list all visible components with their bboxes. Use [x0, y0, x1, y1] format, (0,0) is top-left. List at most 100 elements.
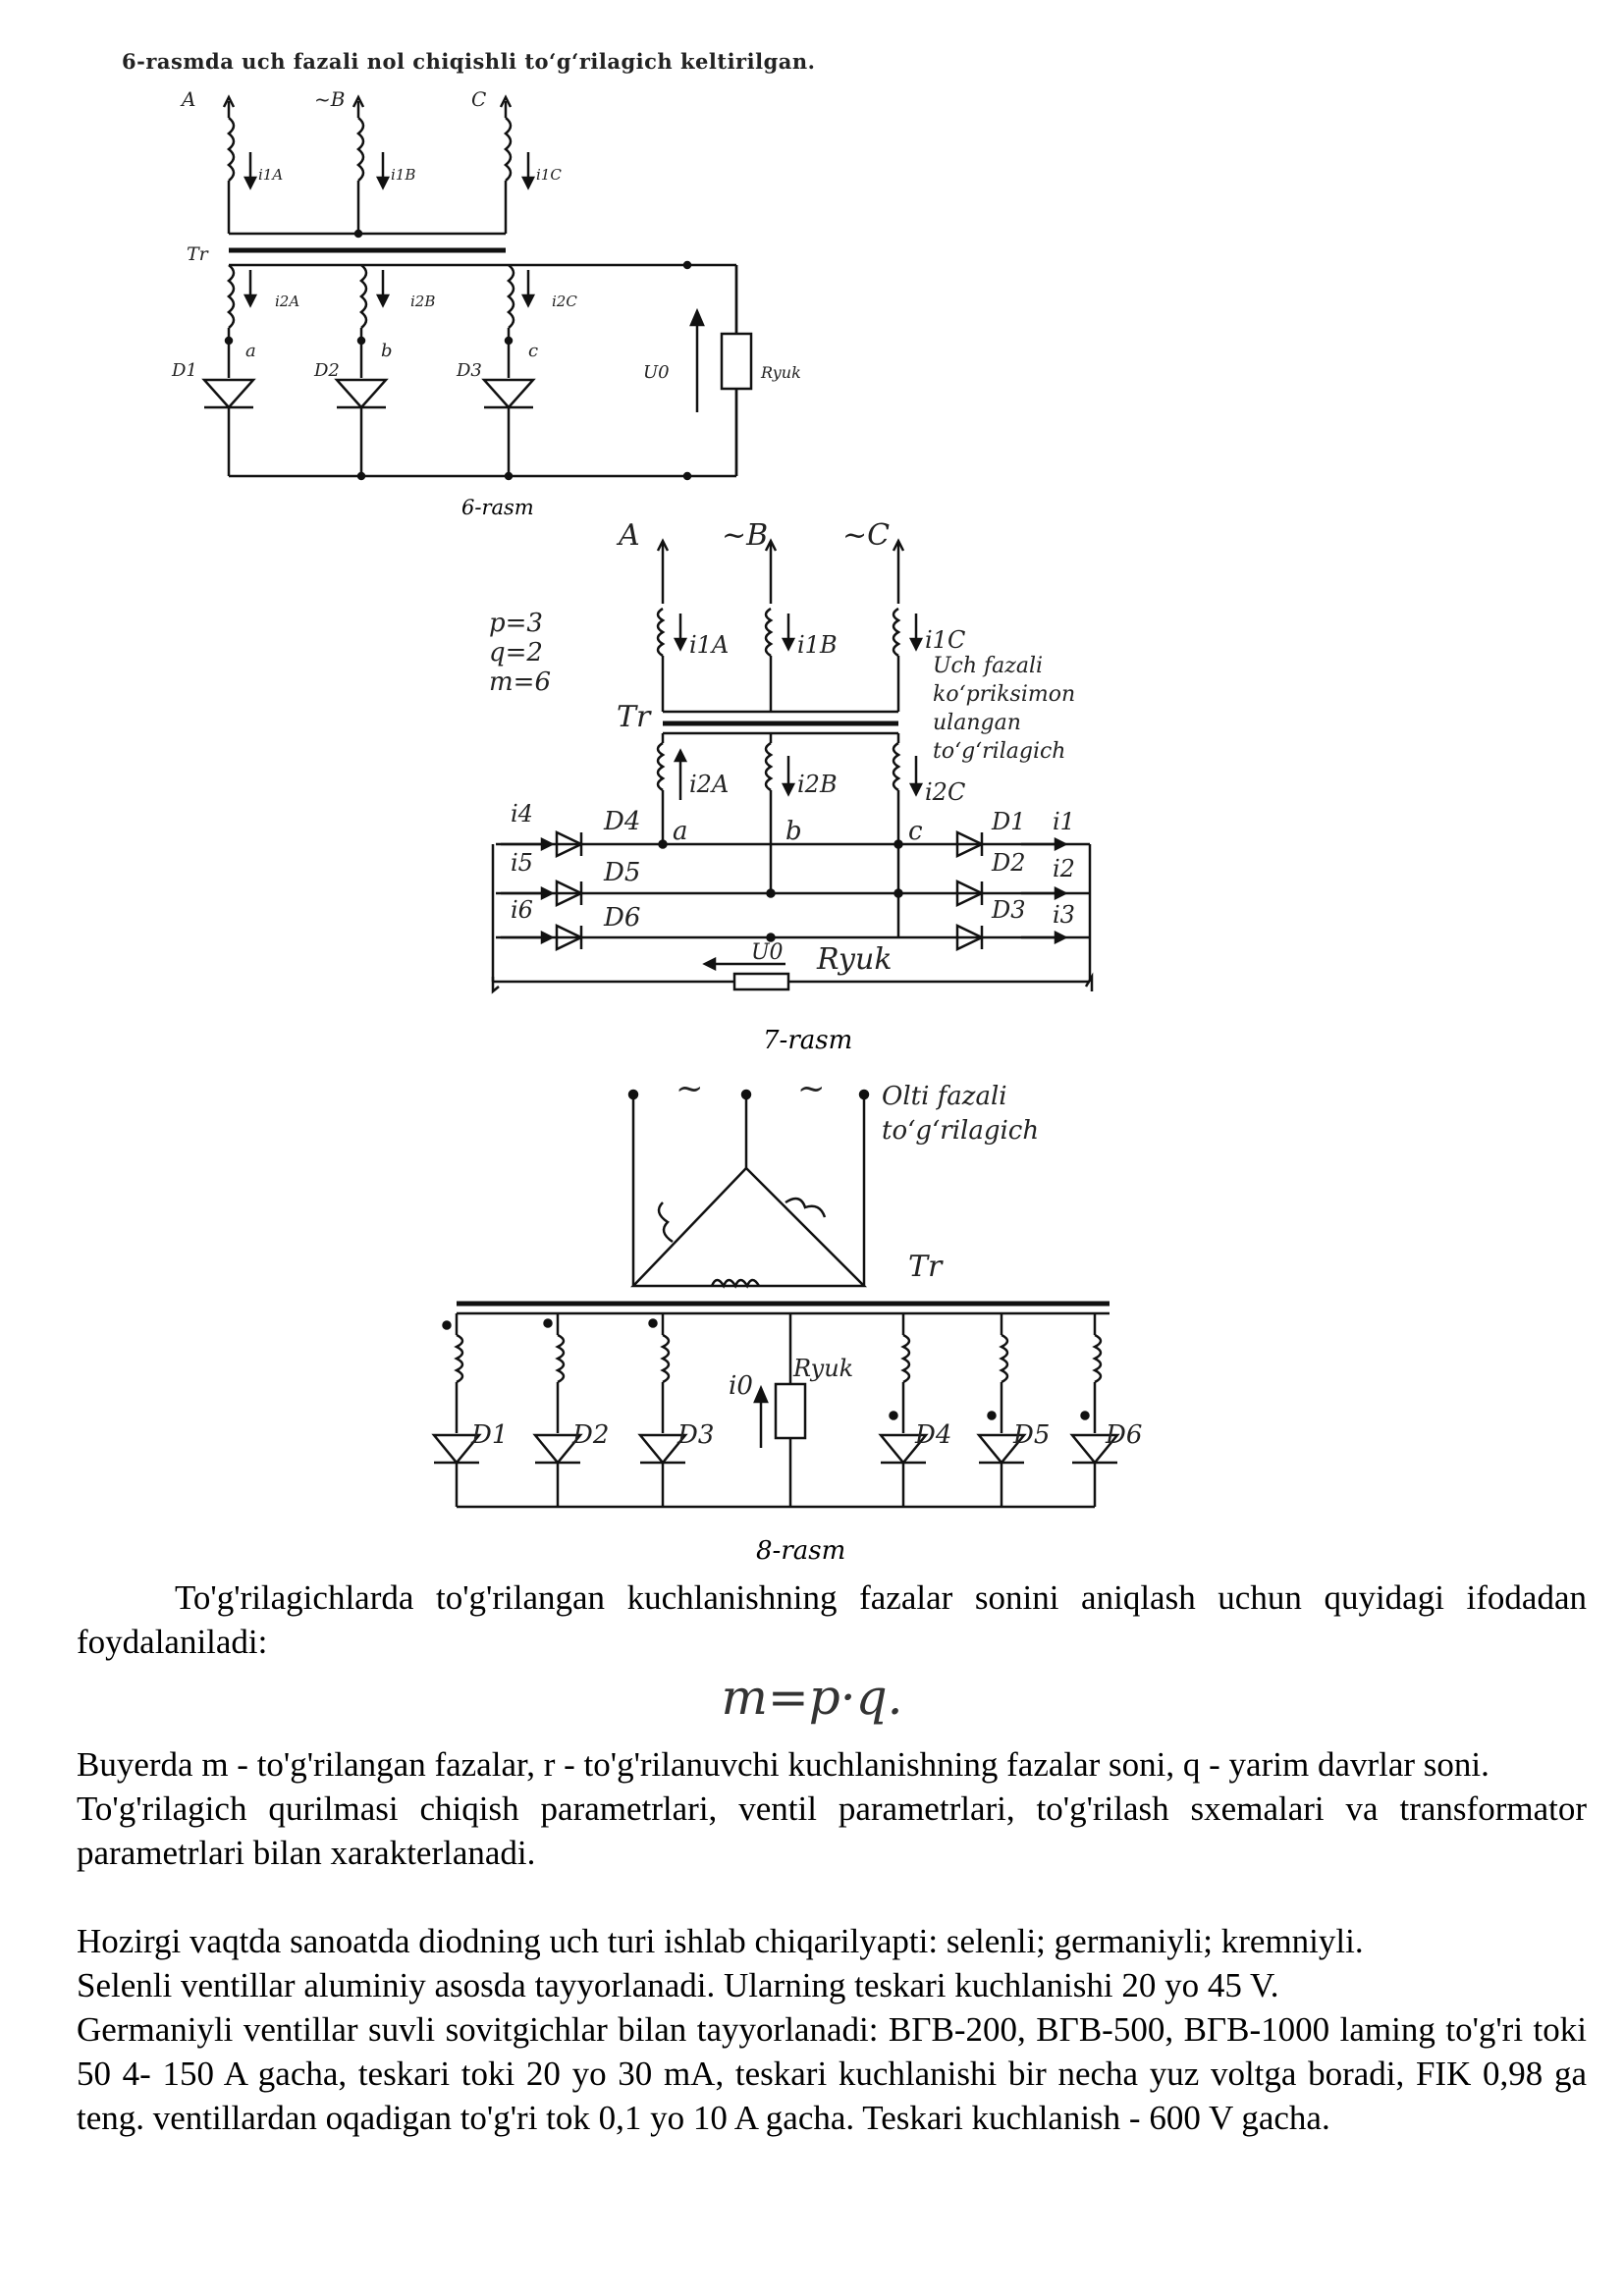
label-d6: D6 — [603, 903, 640, 933]
current-arrow-i1b — [375, 152, 391, 190]
label-node-c: c — [908, 817, 923, 846]
label-i3: i3 — [1053, 901, 1075, 929]
label-i6: i6 — [511, 896, 533, 924]
current-arrow-i2b — [375, 270, 391, 308]
label-tr: Tr — [908, 1250, 944, 1284]
voltage-arrow-u0 — [689, 307, 705, 412]
label-d3: D3 — [456, 360, 482, 381]
figure-7-diagram: A ~B ~C p=3 q=2 m=6 i1A i1B i1C Uch faza… — [471, 515, 1139, 1016]
diode-d4 — [555, 830, 584, 858]
diode-d5 — [555, 880, 584, 907]
label-u0: U0 — [751, 940, 784, 965]
delta-winding — [630, 1166, 868, 1288]
diode-d2 — [955, 880, 985, 907]
secondary-coil-c — [892, 741, 901, 792]
load-resistor — [732, 972, 790, 991]
secondary-coil-b — [359, 264, 368, 329]
label-phase-b: ~B — [314, 87, 345, 111]
primary-coil-b — [764, 607, 774, 658]
primary-coil-c — [892, 607, 901, 658]
label-i1b: i1B — [391, 166, 415, 184]
label-node-b: b — [785, 817, 802, 846]
paragraph-diode-types: Hozirgi vaqtda sanoatda diodning uch tur… — [77, 1922, 1364, 1960]
figure-6-diagram: A ~B C i1A i1B i1C Tr i2A i2B i2C a b c … — [147, 83, 835, 525]
label-rload: Ryuk — [816, 942, 893, 977]
secondary-coil-c — [507, 264, 515, 329]
title-line-1: Uch fazali — [933, 654, 1043, 678]
label-tilde-1: ~ — [676, 1070, 704, 1108]
paragraph-formula-intro: To'g'rilagichlarda to'g'rilangan kuchlan… — [77, 1578, 1587, 1661]
label-u0: U0 — [643, 362, 670, 383]
title-line-2: to‘g‘rilagich — [882, 1116, 1039, 1146]
diode-d3 — [955, 924, 985, 951]
diode-d6 — [555, 924, 584, 951]
label-i2: i2 — [1053, 855, 1075, 882]
diode-d1 — [955, 830, 985, 858]
label-phase-a: A — [180, 87, 195, 111]
label-phase-a: A — [616, 518, 640, 553]
primary-coil-a — [227, 117, 236, 182]
label-d2: D2 — [571, 1420, 609, 1450]
input-arrow-a — [222, 94, 236, 118]
current-arrow-i1a — [243, 152, 258, 190]
diode-d1 — [201, 378, 256, 409]
primary-coil-a — [656, 607, 666, 658]
formula-m-equals-pq: m=p·q. — [721, 1669, 903, 1726]
label-i4: i4 — [511, 800, 533, 828]
label-phase-b: ~B — [722, 518, 768, 553]
diode-d2 — [334, 378, 389, 409]
figure-intro-caption: 6-rasmda uch fazali nol chiqishli to‘g‘r… — [122, 49, 816, 74]
label-i2a: i2A — [275, 293, 299, 310]
label-i2b: i2B — [797, 771, 838, 798]
label-d4: D4 — [603, 807, 640, 836]
load-resistor — [720, 332, 753, 391]
paragraph-selenium: Selenli ventillar aluminiy asosda tayyor… — [77, 1966, 1279, 2004]
label-node-a: a — [673, 817, 688, 846]
label-i2b: i2B — [410, 293, 435, 310]
label-q: q=2 — [489, 638, 543, 667]
label-tr: Tr — [187, 243, 210, 265]
load-resistor — [774, 1382, 807, 1440]
label-d3: D3 — [991, 896, 1026, 924]
current-arrow-i2a — [243, 270, 258, 308]
label-m: m=6 — [489, 667, 551, 697]
current-arrow-i1c — [520, 152, 536, 190]
label-i2c: i2C — [925, 778, 965, 806]
diode-d3 — [481, 378, 536, 409]
title-line-2: ko‘priksimon — [933, 682, 1075, 707]
figure-8-caption: 8-rasm — [756, 1536, 846, 1566]
label-i2c: i2C — [552, 293, 577, 310]
title-line-3: ulangan — [933, 711, 1021, 735]
secondary-coil-a — [227, 264, 236, 329]
current-arrow-i2c — [520, 270, 536, 308]
label-tr: Tr — [617, 700, 652, 734]
primary-coil-c — [504, 117, 513, 182]
paragraph-definitions: Buyerda m - to'g'rilangan fazalar, r - t… — [77, 1745, 1489, 1784]
label-d5: D5 — [1012, 1420, 1050, 1450]
label-phase-c: C — [471, 87, 486, 111]
label-tilde-2: ~ — [797, 1070, 826, 1108]
label-d3: D3 — [677, 1420, 714, 1450]
figure-7-caption: 7-rasm — [763, 1026, 853, 1055]
figure-6-caption: 6-rasm — [461, 496, 534, 519]
label-rload: Ryuk — [792, 1355, 853, 1382]
label-i1c: i1C — [536, 166, 562, 184]
label-i1a: i1A — [258, 166, 283, 184]
input-arrow-b — [352, 94, 365, 118]
title-line-1: Olti fazali — [882, 1082, 1007, 1111]
label-d1: D1 — [470, 1420, 508, 1450]
secondary-coil-b — [764, 741, 774, 792]
secondary-coil-a — [656, 741, 666, 792]
label-d6: D6 — [1105, 1420, 1142, 1450]
label-i1: i1 — [1053, 808, 1075, 835]
label-node-b: b — [381, 341, 393, 361]
label-d4: D4 — [914, 1420, 951, 1450]
label-i5: i5 — [511, 849, 533, 877]
paragraph-germanium: Germaniyli ventillar suvli sovitgichlar … — [77, 2010, 1587, 2137]
label-node-a: a — [245, 341, 256, 361]
label-i1a: i1A — [689, 631, 729, 659]
label-d1: D1 — [991, 808, 1026, 835]
primary-coil-b — [356, 117, 365, 182]
label-rload: Ryuk — [760, 363, 801, 382]
label-node-c: c — [528, 341, 538, 361]
